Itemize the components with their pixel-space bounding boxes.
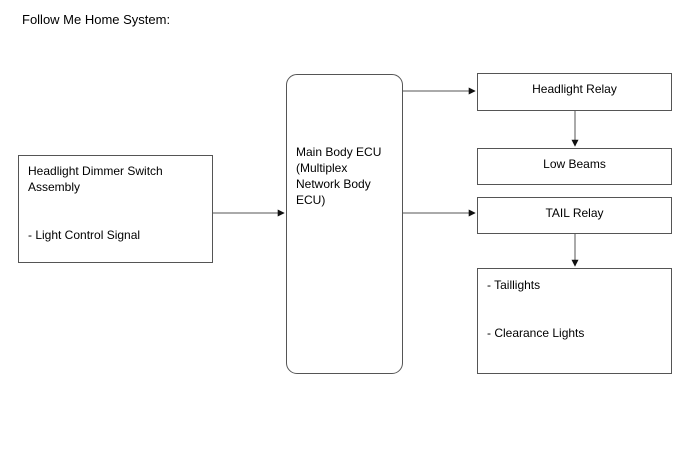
node-main-body-ecu: Main Body ECU (Multiplex Network Body EC… [286,74,403,374]
node-taillights-clearance-lights-label: - Taillights - Clearance Lights [487,278,585,340]
page-title: Follow Me Home System: [22,12,171,27]
node-tail-relay: TAIL Relay [477,197,672,234]
node-main-body-ecu-label: Main Body ECU (Multiplex Network Body EC… [296,145,382,207]
node-tail-relay-label: TAIL Relay [545,206,604,220]
node-headlight-dimmer-switch-label: Headlight Dimmer Switch Assembly - Light… [28,164,163,242]
node-headlight-relay: Headlight Relay [477,73,672,111]
node-low-beams: Low Beams [477,148,672,185]
node-headlight-relay-label: Headlight Relay [532,82,617,96]
node-low-beams-label: Low Beams [543,157,606,171]
node-taillights-clearance-lights: - Taillights - Clearance Lights [477,268,672,374]
node-headlight-dimmer-switch: Headlight Dimmer Switch Assembly - Light… [18,155,213,263]
